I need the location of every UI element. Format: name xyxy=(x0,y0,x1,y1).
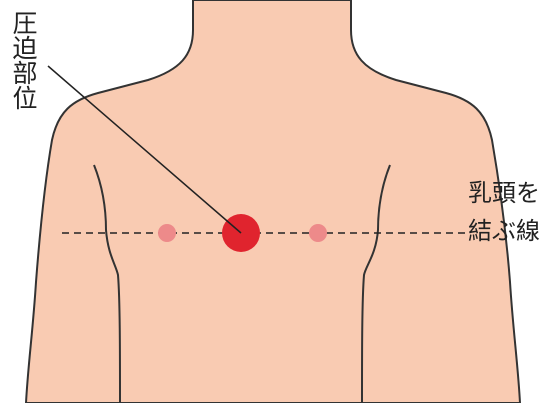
pressure-site-label: 圧迫部位 xyxy=(8,10,38,110)
nipple-line-label-2: 結ぶ線 xyxy=(468,219,560,243)
torso-outline xyxy=(26,0,520,403)
right-nipple xyxy=(309,224,327,242)
nipple-line-label-1: 乳頭を xyxy=(468,181,560,205)
left-nipple xyxy=(158,224,176,242)
